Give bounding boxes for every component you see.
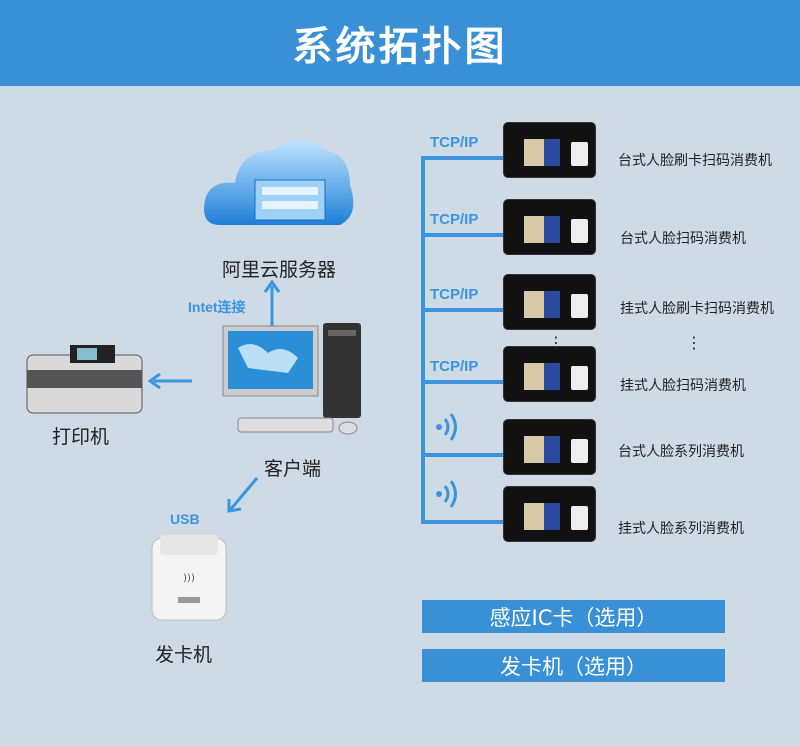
face-terminal-device [503, 346, 596, 402]
face-terminal-device [503, 486, 596, 542]
page-title: 系统拓扑图 [292, 24, 508, 70]
usb-label: USB [170, 511, 200, 527]
device-label: 台式人脸系列消费机 [618, 444, 744, 460]
wifi-icon [436, 413, 457, 441]
ellipsis: ⋮ [686, 333, 702, 352]
tcp-ip-label: TCP/IP [430, 358, 479, 375]
device-label: 挂式人脸系列消费机 [618, 521, 744, 537]
printer-icon [26, 345, 143, 414]
branch-line [421, 520, 506, 524]
branch-line [421, 308, 506, 312]
cloud-server-icon [204, 140, 354, 225]
face-terminal-device [503, 274, 596, 330]
branch-line [421, 233, 506, 237]
device-label: 挂式人脸扫码消费机 [620, 378, 746, 394]
ellipsis: ⋮ [548, 333, 564, 352]
face-terminal-device [503, 122, 596, 178]
connection-label: Intet连接 [188, 299, 246, 315]
tcp-ip-label: TCP/IP [430, 211, 479, 228]
client-label: 客户端 [264, 458, 322, 480]
option-ic-card: 感应IC卡（选用） [422, 600, 725, 633]
arrow-down-left-icon [227, 477, 259, 513]
device-label: 台式人脸扫码消费机 [620, 231, 746, 247]
network-bus [421, 157, 425, 524]
arrow-up-icon [263, 280, 281, 330]
card-reader-icon: ))) [151, 535, 227, 621]
printer-label: 打印机 [52, 426, 110, 448]
tcp-ip-label: TCP/IP [430, 286, 479, 303]
cloud-server-label: 阿里云服务器 [222, 259, 337, 281]
branch-line [421, 453, 506, 457]
tcp-ip-label: TCP/IP [430, 134, 479, 151]
face-terminal-device [503, 199, 596, 255]
branch-line [421, 380, 506, 384]
arrow-left-icon [148, 373, 192, 389]
face-terminal-device [503, 419, 596, 475]
wifi-icon [436, 480, 457, 508]
svg-text:))): ))) [183, 573, 195, 584]
card-issuer-label: 发卡机 [155, 644, 213, 666]
device-label: 挂式人脸刷卡扫码消费机 [620, 301, 774, 317]
option-card-issuer: 发卡机（选用） [422, 649, 725, 682]
header: 系统拓扑图 [0, 0, 800, 86]
branch-line [421, 156, 506, 160]
device-label: 台式人脸刷卡扫码消费机 [618, 153, 772, 169]
computer-icon [222, 323, 361, 435]
